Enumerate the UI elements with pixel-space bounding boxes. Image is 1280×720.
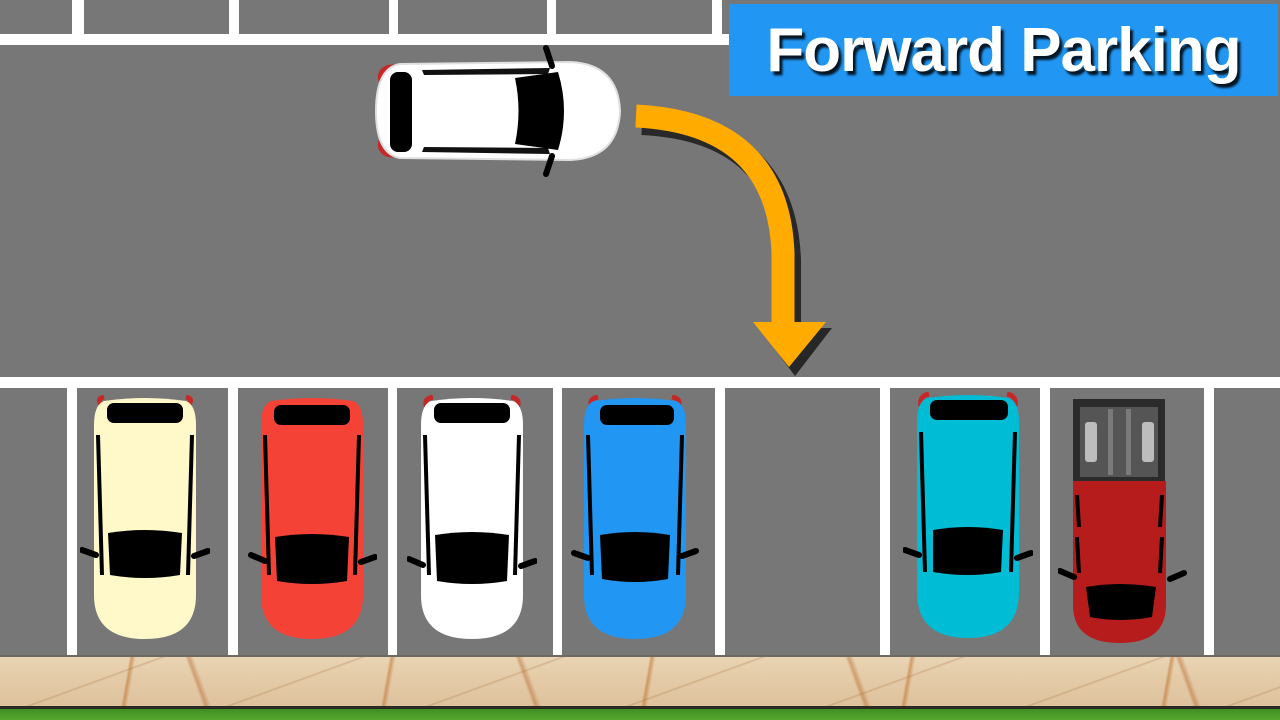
top-parking-divider	[547, 0, 556, 40]
top-parking-divider	[229, 0, 239, 40]
parked-car-blue	[571, 395, 699, 639]
top-parking-divider	[712, 0, 722, 40]
bottom-parking-divider	[388, 383, 397, 656]
top-parking-boundary-line	[0, 34, 740, 45]
bottom-parking-divider	[880, 383, 890, 656]
empty-target-parking-spot[interactable]	[725, 388, 880, 655]
parked-car-cream	[80, 395, 210, 639]
curved-arrow-icon	[635, 104, 832, 376]
bottom-parking-divider	[1040, 383, 1050, 656]
bottom-parking-divider	[1204, 383, 1214, 656]
parked-pickup-dark-red	[1058, 399, 1187, 643]
parked-car-white	[407, 395, 537, 639]
curb-edge	[0, 706, 1280, 709]
page-title: Forward Parking	[766, 15, 1241, 85]
grass-strip	[0, 709, 1280, 720]
moving-car-white	[374, 45, 622, 177]
top-parking-divider	[389, 0, 398, 40]
title-banner: Forward Parking	[729, 4, 1278, 96]
bottom-parking-divider	[67, 383, 77, 656]
top-parking-divider	[72, 0, 84, 40]
bottom-parking-divider	[553, 383, 562, 656]
parked-car-cyan	[903, 392, 1033, 638]
bottom-parking-divider	[228, 383, 238, 656]
parked-car-red	[248, 398, 377, 639]
marble-curb	[0, 655, 1280, 710]
bottom-parking-divider	[715, 383, 725, 656]
bottom-parking-boundary-line	[0, 377, 1280, 388]
